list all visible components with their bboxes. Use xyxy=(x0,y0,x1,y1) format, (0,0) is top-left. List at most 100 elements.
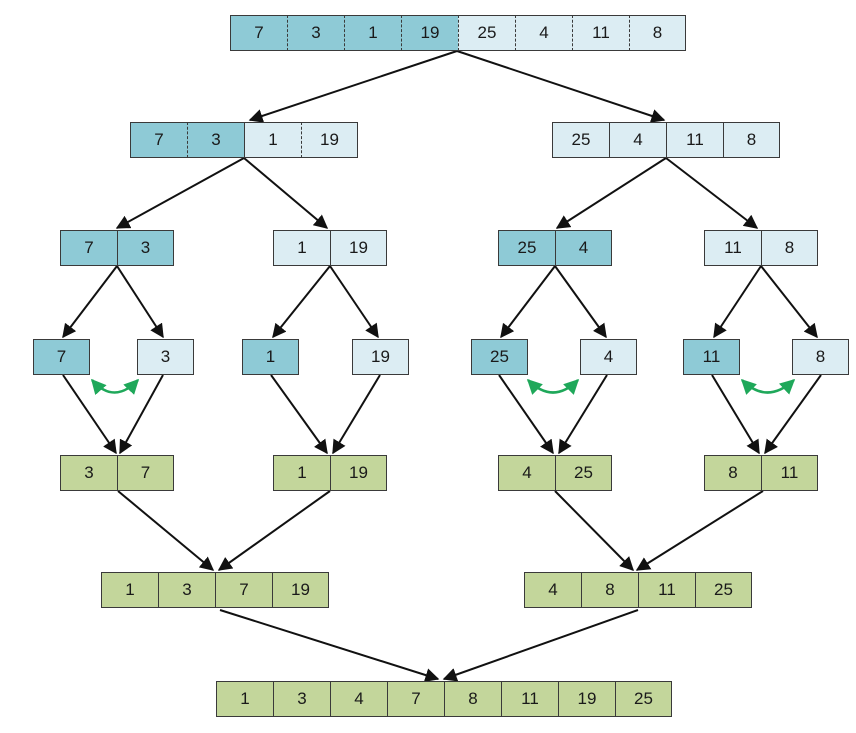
array-cell: 11 xyxy=(666,122,723,158)
merge-arrow xyxy=(558,374,608,455)
array-cell: 4 xyxy=(555,230,612,266)
array-cell: 1 xyxy=(273,230,330,266)
array-cell: 3 xyxy=(273,681,330,717)
array-cell: 7 xyxy=(33,339,90,375)
array-cell: 25 xyxy=(615,681,672,717)
merge-arrow xyxy=(117,490,215,571)
array-cell: 8 xyxy=(629,15,686,51)
array-single-11: 11 xyxy=(683,339,740,375)
swap-arrow-icon xyxy=(91,378,140,396)
split-arrow xyxy=(116,265,164,339)
array-cell: 3 xyxy=(158,572,215,608)
array-cell: 4 xyxy=(524,572,581,608)
split-arrow xyxy=(760,265,818,339)
array-cell: 8 xyxy=(761,230,818,266)
array-cell: 19 xyxy=(330,455,387,491)
swap-arrow-icon xyxy=(526,378,580,395)
split-arrow xyxy=(665,157,759,229)
array-cell: 3 xyxy=(137,339,194,375)
array-cell: 1 xyxy=(101,572,158,608)
array-cell: 7 xyxy=(117,455,174,491)
array-cell: 11 xyxy=(501,681,558,717)
array-cell: 4 xyxy=(580,339,637,375)
merge-arrow xyxy=(498,374,554,455)
array-cell: 8 xyxy=(581,572,638,608)
merge-arrow xyxy=(332,374,381,455)
array-cell: 7 xyxy=(60,230,117,266)
split-arrow xyxy=(272,265,331,339)
array-cell: 25 xyxy=(458,15,515,51)
array-single-7: 7 xyxy=(33,339,90,375)
merge-arrow xyxy=(711,374,760,455)
array-cell: 1 xyxy=(244,122,301,158)
array-cell: 19 xyxy=(301,122,358,158)
array-cell: 11 xyxy=(761,455,818,491)
merge-arrow xyxy=(635,490,764,571)
array-cell: 4 xyxy=(330,681,387,717)
array-cell: 25 xyxy=(695,572,752,608)
split-arrow xyxy=(115,157,245,229)
merge-arrow xyxy=(442,609,639,682)
array-cell: 25 xyxy=(498,230,555,266)
array-cell: 7 xyxy=(387,681,444,717)
merge-arrow xyxy=(764,374,822,455)
array-cell: 7 xyxy=(230,15,287,51)
array-cell: 1 xyxy=(344,15,401,51)
swap-arrow-icon xyxy=(740,378,796,395)
split-arrow xyxy=(500,265,556,339)
array-cell: 1 xyxy=(242,339,299,375)
merge-arrow xyxy=(270,374,328,455)
array-cell: 25 xyxy=(471,339,528,375)
array-cell: 11 xyxy=(683,339,740,375)
split-arrow xyxy=(243,157,329,229)
split-arrow xyxy=(713,265,762,339)
array-cell: 11 xyxy=(572,15,629,51)
array-cell: 7 xyxy=(215,572,272,608)
array-cell: 1 xyxy=(273,455,330,491)
array-single-8: 8 xyxy=(792,339,849,375)
array-cell: 3 xyxy=(287,15,344,51)
array-cell: 7 xyxy=(130,122,187,158)
array-cell: 11 xyxy=(638,572,695,608)
array-cell: 8 xyxy=(444,681,501,717)
split-arrow xyxy=(456,50,666,123)
array-cell: 8 xyxy=(704,455,761,491)
array-cell: 3 xyxy=(117,230,174,266)
array-cell: 25 xyxy=(555,455,612,491)
split-arrow xyxy=(329,265,379,339)
split-arrow xyxy=(248,50,458,123)
array-cell: 11 xyxy=(704,230,761,266)
array-cell: 1 xyxy=(216,681,273,717)
array-cell: 19 xyxy=(352,339,409,375)
merge-arrow xyxy=(554,490,634,571)
array-cell: 25 xyxy=(552,122,609,158)
array-cell: 3 xyxy=(187,122,244,158)
array-cell: 19 xyxy=(401,15,458,51)
array-single-25: 25 xyxy=(471,339,528,375)
split-arrow xyxy=(555,157,667,229)
array-cell: 3 xyxy=(60,455,117,491)
array-single-19: 19 xyxy=(352,339,409,375)
merge-arrow xyxy=(219,609,440,682)
array-cell: 4 xyxy=(609,122,666,158)
split-arrow xyxy=(62,265,118,339)
array-cell: 19 xyxy=(272,572,329,608)
array-cell: 8 xyxy=(792,339,849,375)
array-cell: 19 xyxy=(558,681,615,717)
array-single-4: 4 xyxy=(580,339,637,375)
array-cell: 8 xyxy=(723,122,780,158)
